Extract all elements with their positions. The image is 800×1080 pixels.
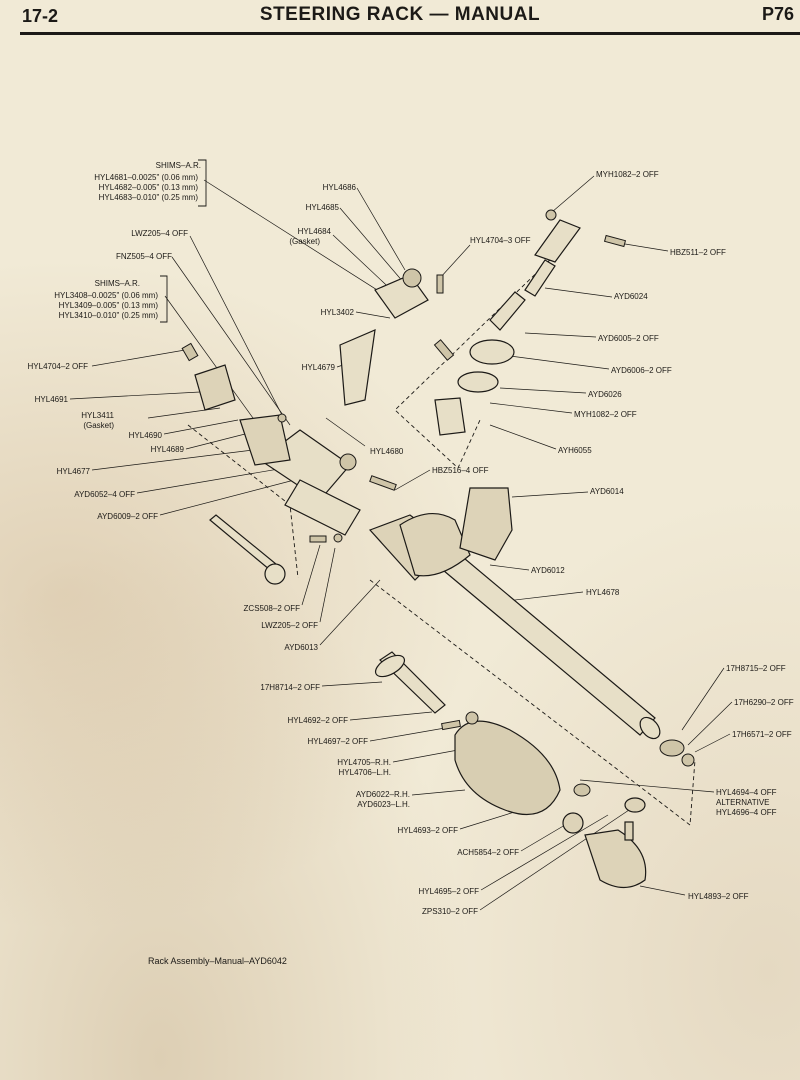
page-code: P76	[761, 4, 794, 24]
label-hyl4705: HYL4705–R.H.	[337, 758, 391, 767]
label-lwz205-2: LWZ205–2 OFF	[261, 621, 318, 630]
leader-lines	[69, 175, 733, 911]
label-ayd6024: AYD6024	[614, 292, 648, 301]
label-zps310: ZPS310–2 OFF	[422, 907, 478, 916]
label-hyl4692: HYL4692–2 OFF	[288, 716, 349, 725]
label-shim-hyl3410: HYL3410–0.010" (0.25 mm)	[59, 311, 159, 320]
label-hyl4694: HYL4694–4 OFF	[716, 788, 777, 797]
label-hyl3402: HYL3402	[321, 308, 355, 317]
page-title: STEERING RACK — MANUAL	[259, 4, 541, 25]
label-ayd6023: AYD6023–L.H.	[357, 800, 410, 809]
label-ayd6006: AYD6006–2 OFF	[611, 366, 672, 375]
label-shim-hyl4683: HYL4683–0.010" (0.25 mm)	[99, 193, 199, 202]
label-17h8715: 17H8715–2 OFF	[726, 664, 786, 673]
label-hyl4678: HYL4678	[586, 588, 620, 597]
rack-housing	[194, 364, 513, 581]
label-hyl3411: HYL3411	[81, 411, 114, 420]
label-alternative: ALTERNATIVE	[716, 798, 770, 807]
label-ayd6022: AYD6022–R.H.	[356, 790, 410, 799]
label-17h8714: 17H8714–2 OFF	[260, 683, 320, 692]
label-hbz511: HBZ511–2 OFF	[670, 248, 726, 257]
part-labels: SHIMS–A.R. HYL4681–0.0025" (0.06 mm) HYL…	[28, 161, 794, 916]
label-zcs508: ZCS508–2 OFF	[244, 604, 301, 613]
label-hyl4679: HYL4679	[302, 363, 336, 372]
label-hyl4689: HYL4689	[151, 445, 185, 454]
label-ayd6014: AYD6014	[590, 487, 624, 496]
label-hyl4704-2: HYL4704–2 OFF	[28, 362, 89, 371]
pinion-assembly	[339, 219, 581, 436]
label-myh1082-top: MYH1082–2 OFF	[596, 170, 659, 179]
header-rule	[20, 32, 800, 35]
page-number: 17-2	[22, 6, 59, 26]
label-hyl4690: HYL4690	[129, 431, 163, 440]
shim-bracket-1	[198, 159, 207, 207]
label-fnz505: FNZ505–4 OFF	[116, 252, 172, 261]
label-hyl4696: HYL4696–4 OFF	[716, 808, 777, 817]
label-hyl4680: HYL4680	[370, 447, 404, 456]
label-hyl4693: HYL4693–2 OFF	[398, 826, 459, 835]
label-ayd6009: AYD6009–2 OFF	[97, 512, 158, 521]
label-ayd6013: AYD6013	[284, 643, 318, 652]
label-ayd6026: AYD6026	[588, 390, 622, 399]
ball-joint	[562, 797, 647, 889]
label-17h6571: 17H6571–2 OFF	[732, 730, 792, 739]
label-hyl4686: HYL4686	[323, 183, 357, 192]
label-ayd6005: AYD6005–2 OFF	[598, 334, 659, 343]
label-gasket-1: (Gasket)	[289, 237, 320, 246]
label-shim-hyl3409: HYL3409–0.005" (0.13 mm)	[59, 301, 159, 310]
label-hyl4706: HYL4706–L.H.	[339, 768, 391, 777]
label-17h6290: 17H6290–2 OFF	[734, 698, 794, 707]
label-ayd6012: AYD6012	[531, 566, 565, 575]
fasteners	[181, 209, 695, 797]
label-hyl4691: HYL4691	[35, 395, 69, 404]
label-ach5854: ACH5854–2 OFF	[457, 848, 519, 857]
shim-bracket-2	[160, 275, 168, 323]
figure-caption: Rack Assembly–Manual–AYD6042	[148, 956, 287, 966]
label-lwz205-4: LWZ205–4 OFF	[131, 229, 188, 238]
rack-boot	[454, 720, 561, 816]
label-shim-hyl3408: HYL3408–0.0025" (0.06 mm)	[54, 291, 158, 300]
label-hyl4677: HYL4677	[57, 467, 91, 476]
label-shims-ar-1: SHIMS–A.R.	[156, 161, 201, 170]
rack-tube	[258, 429, 661, 740]
label-ayd6052: AYD6052–4 OFF	[74, 490, 135, 499]
page-header: 17-2 STEERING RACK — MANUAL P76	[0, 0, 800, 40]
label-gasket-2: (Gasket)	[83, 421, 114, 430]
label-shim-hyl4681: HYL4681–0.0025" (0.06 mm)	[94, 173, 198, 182]
label-hyl4893: HYL4893–2 OFF	[688, 892, 749, 901]
label-hyl4685: HYL4685	[306, 203, 340, 212]
label-hyl4704-3: HYL4704–3 OFF	[470, 236, 531, 245]
tie-rod	[209, 514, 446, 714]
label-hyl4697: HYL4697–2 OFF	[308, 737, 369, 746]
label-shims-ar-2: SHIMS–A.R.	[95, 279, 140, 288]
label-hyl4695: HYL4695–2 OFF	[419, 887, 480, 896]
label-shim-hyl4682: HYL4682–0.005" (0.13 mm)	[99, 183, 199, 192]
label-myh1082-mid: MYH1082–2 OFF	[574, 410, 637, 419]
label-hbz516: HBZ516–4 OFF	[432, 466, 489, 475]
label-ayh6055: AYH6055	[558, 446, 592, 455]
label-hyl4684: HYL4684	[298, 227, 332, 236]
